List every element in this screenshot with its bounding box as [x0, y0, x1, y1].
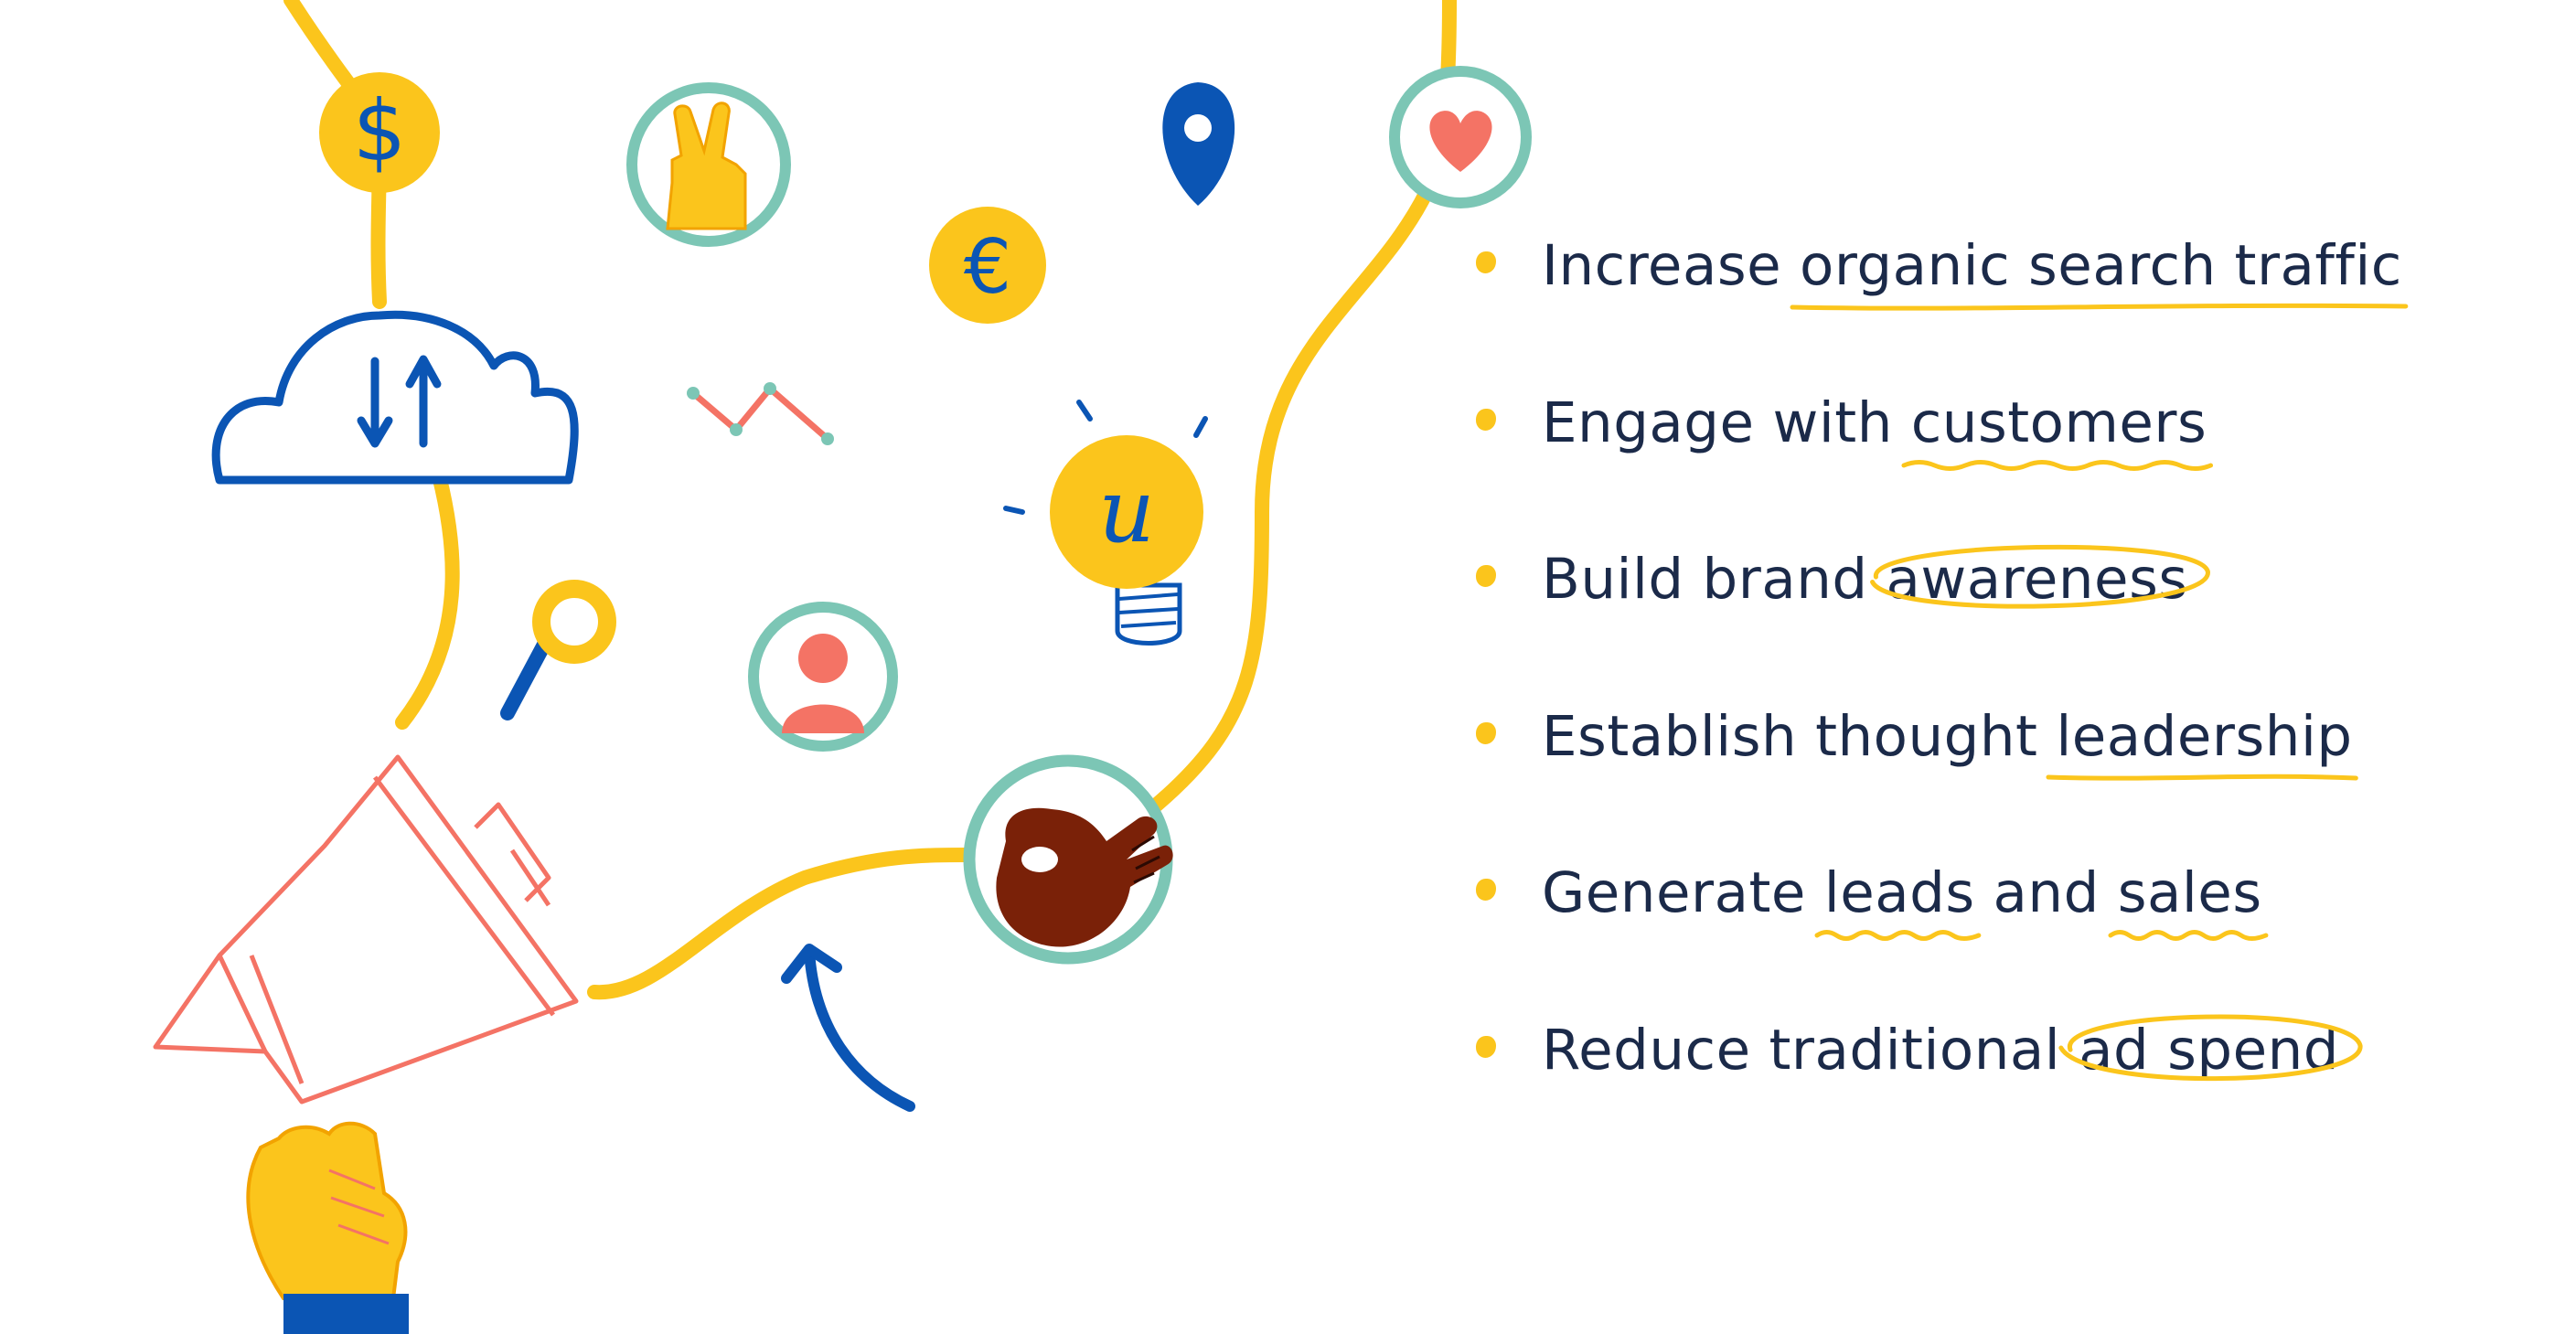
goal-highlight: organic search traffic [1800, 233, 2402, 298]
heart-icon [1389, 66, 1532, 208]
bullet-icon [1476, 251, 1496, 273]
cloud-sync-icon [211, 310, 579, 485]
goal-item: Build brand awareness [1427, 519, 2524, 677]
goal-item: Establish thought leadership [1427, 677, 2524, 834]
goal-highlight: awareness [1886, 547, 2187, 612]
fist-icon [246, 1121, 409, 1334]
goals-list: Increase organic search traffic Engage w… [1427, 206, 2524, 1147]
megaphone-icon [153, 754, 579, 1105]
bullet-icon [1476, 408, 1496, 431]
goal-highlight: sales [2118, 860, 2262, 925]
ok-hand-icon [963, 754, 1173, 965]
goal-item: Increase organic search traffic [1427, 206, 2524, 363]
bullet-icon [1476, 1035, 1496, 1058]
illustration-art: $ € [153, 0, 1532, 1334]
goal-highlight: ad spend [2079, 1018, 2339, 1083]
goal-highlight: leadership [2056, 704, 2352, 769]
location-pin-icon [1162, 82, 1235, 206]
goal-item: Generate leads and sales [1427, 833, 2524, 990]
euro-glyph: € [964, 224, 1011, 311]
dollar-icon: $ [319, 72, 440, 193]
goal-text: Increase organic search traffic [1542, 233, 2402, 298]
goal-item: Engage with customers [1427, 363, 2524, 520]
goal-text: Reduce traditional ad spend [1542, 1018, 2339, 1083]
goal-highlight: customers [1911, 390, 2207, 455]
goal-text: Establish thought leadership [1542, 704, 2353, 769]
lightbulb-icon: u [1003, 400, 1208, 646]
dollar-glyph: $ [353, 82, 407, 180]
search-icon [500, 580, 616, 720]
trend-line-icon [687, 382, 834, 445]
goal-item: Reduce traditional ad spend [1427, 990, 2524, 1147]
euro-icon: € [929, 207, 1046, 324]
lightbulb-glyph: u [1098, 460, 1155, 562]
bullet-icon [1476, 879, 1496, 902]
bullet-icon [1476, 721, 1496, 744]
goal-text: Generate leads and sales [1542, 860, 2262, 925]
goal-highlight: leads [1824, 860, 1975, 925]
bullet-icon [1476, 565, 1496, 588]
goal-text: Engage with customers [1542, 390, 2207, 455]
goal-text: Build brand awareness [1542, 547, 2188, 612]
user-icon [748, 602, 898, 752]
arrow-icon [781, 944, 915, 1112]
peace-hand-icon [626, 82, 791, 247]
